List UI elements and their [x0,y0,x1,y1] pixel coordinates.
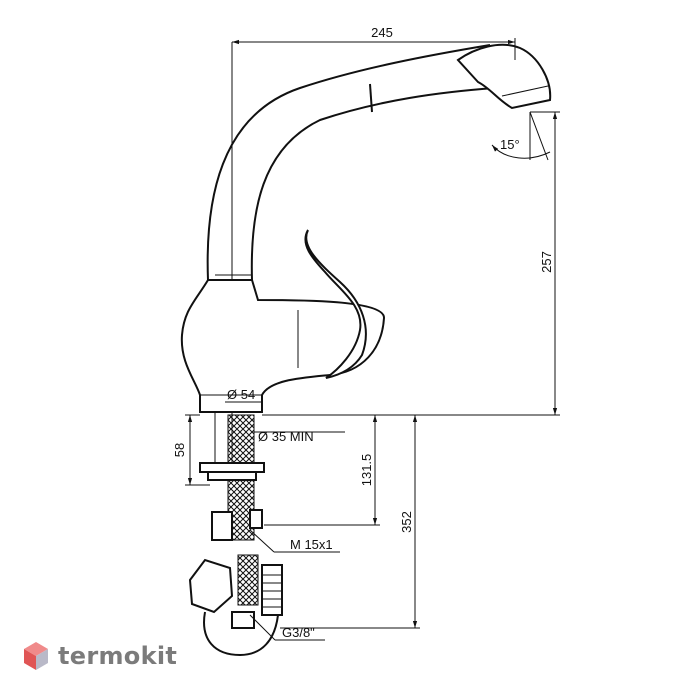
lever-handle [304,229,367,379]
label-base-to-nut: 58 [172,443,187,457]
hex-connector-left [188,558,234,614]
spray-head [456,43,552,110]
angle-arc [491,144,551,159]
label-reach: 245 [371,25,393,40]
label-supply-thread: G3/8" [282,625,315,640]
spout-joint [369,83,373,113]
spray-face [501,85,549,97]
label-mount-hole: Ø 35 MIN [258,429,314,444]
dimension-lines [185,38,560,641]
thread-lines [262,574,282,608]
termokit-logo-icon [24,642,48,670]
braided-hose-lower [237,554,259,606]
hose-fitting-right [249,509,263,529]
label-angle: 15° [500,137,520,152]
supply-nut [231,611,255,629]
angle-ref-tilt [529,111,549,161]
mounting-washer [207,471,257,481]
spout-outer-edge [206,44,491,281]
g38-leader-diag [249,614,276,641]
faucet-outline [180,43,552,657]
m15-leader-diag [249,529,275,553]
brand-name: termokit [58,642,178,670]
threaded-connector [261,564,283,616]
brand-watermark: termokit [22,636,177,676]
mounting-nut-plate [199,462,265,473]
label-hose-length: 352 [399,511,414,533]
hose-fitting-left [211,511,233,541]
label-height: 257 [539,251,554,273]
hose-loop [203,611,279,657]
label-hose-thread: M 15x1 [290,537,333,552]
label-nut-depth: 131.5 [359,454,374,487]
spout-inner-edge [250,87,496,281]
dimension-labels: 245 257 15° Ø 54 Ø 35 MIN 58 131.5 352 M… [172,25,554,640]
label-base-diameter: Ø 54 [227,387,255,402]
